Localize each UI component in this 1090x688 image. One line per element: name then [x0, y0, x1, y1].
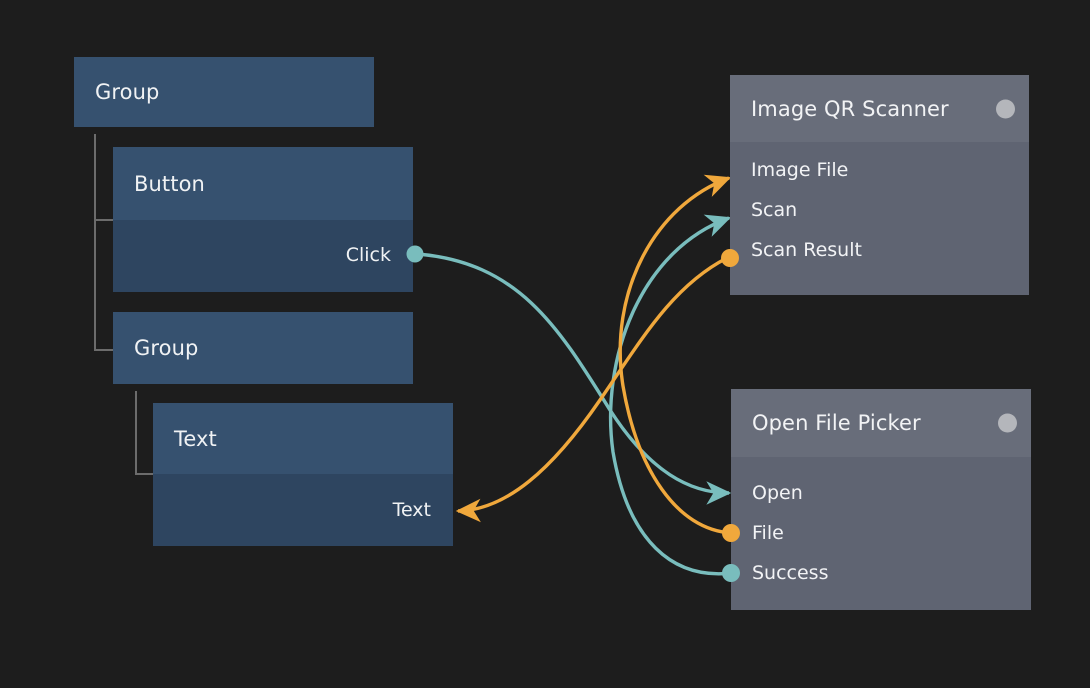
socket-click-out[interactable] [406, 245, 424, 263]
node-body: Text [153, 474, 453, 546]
status-dot-icon[interactable] [998, 413, 1017, 433]
tree-guide-stub-button [94, 219, 115, 221]
node-body: Click [113, 220, 413, 292]
socket-scan-result-out[interactable] [721, 249, 739, 267]
node-title: Button [134, 171, 205, 196]
wire-click-to-open [416, 252, 732, 505]
socket-file-out[interactable] [722, 524, 740, 542]
node-header: Open File Picker [731, 389, 1031, 457]
node-header: Text [153, 403, 453, 474]
node-title: Group [95, 80, 160, 104]
node-title: Text [174, 426, 217, 451]
wire-success-to-scan [608, 214, 733, 576]
port-label-success[interactable]: Success [752, 562, 829, 584]
function-node-image-qr-scanner[interactable]: Image QR Scanner Image File Scan Scan Re… [730, 75, 1029, 295]
wire-file-to-image-file [618, 174, 733, 535]
status-dot-icon[interactable] [996, 99, 1015, 118]
port-label-open[interactable]: Open [752, 482, 803, 504]
node-title: Open File Picker [752, 411, 921, 435]
port-label-scan-result[interactable]: Scan Result [751, 239, 862, 261]
node-header: Image QR Scanner [730, 75, 1029, 142]
node-title: Group [134, 336, 199, 360]
port-label-scan[interactable]: Scan [751, 199, 798, 221]
node-body: Image File Scan Scan Result [730, 142, 1029, 295]
node-title: Image QR Scanner [751, 96, 949, 121]
node-body: Open File Success [731, 457, 1031, 610]
node-header: Button [113, 147, 413, 220]
widget-node-group-root[interactable]: Group [74, 57, 374, 127]
port-label-click[interactable]: Click [345, 244, 391, 266]
port-label-image-file[interactable]: Image File [751, 159, 849, 181]
port-label-file[interactable]: File [752, 522, 784, 544]
widget-node-group-child[interactable]: Group [113, 312, 413, 384]
port-label-text[interactable]: Text [392, 499, 431, 521]
function-node-open-file-picker[interactable]: Open File Picker Open File Success [731, 389, 1031, 610]
socket-success-out[interactable] [722, 564, 740, 582]
node-header: Group [113, 312, 413, 384]
wire-scanresult-to-text [455, 256, 728, 523]
widget-node-button[interactable]: Button Click [113, 147, 413, 292]
widget-node-text[interactable]: Text Text [153, 403, 453, 546]
node-header: Group [74, 57, 374, 127]
